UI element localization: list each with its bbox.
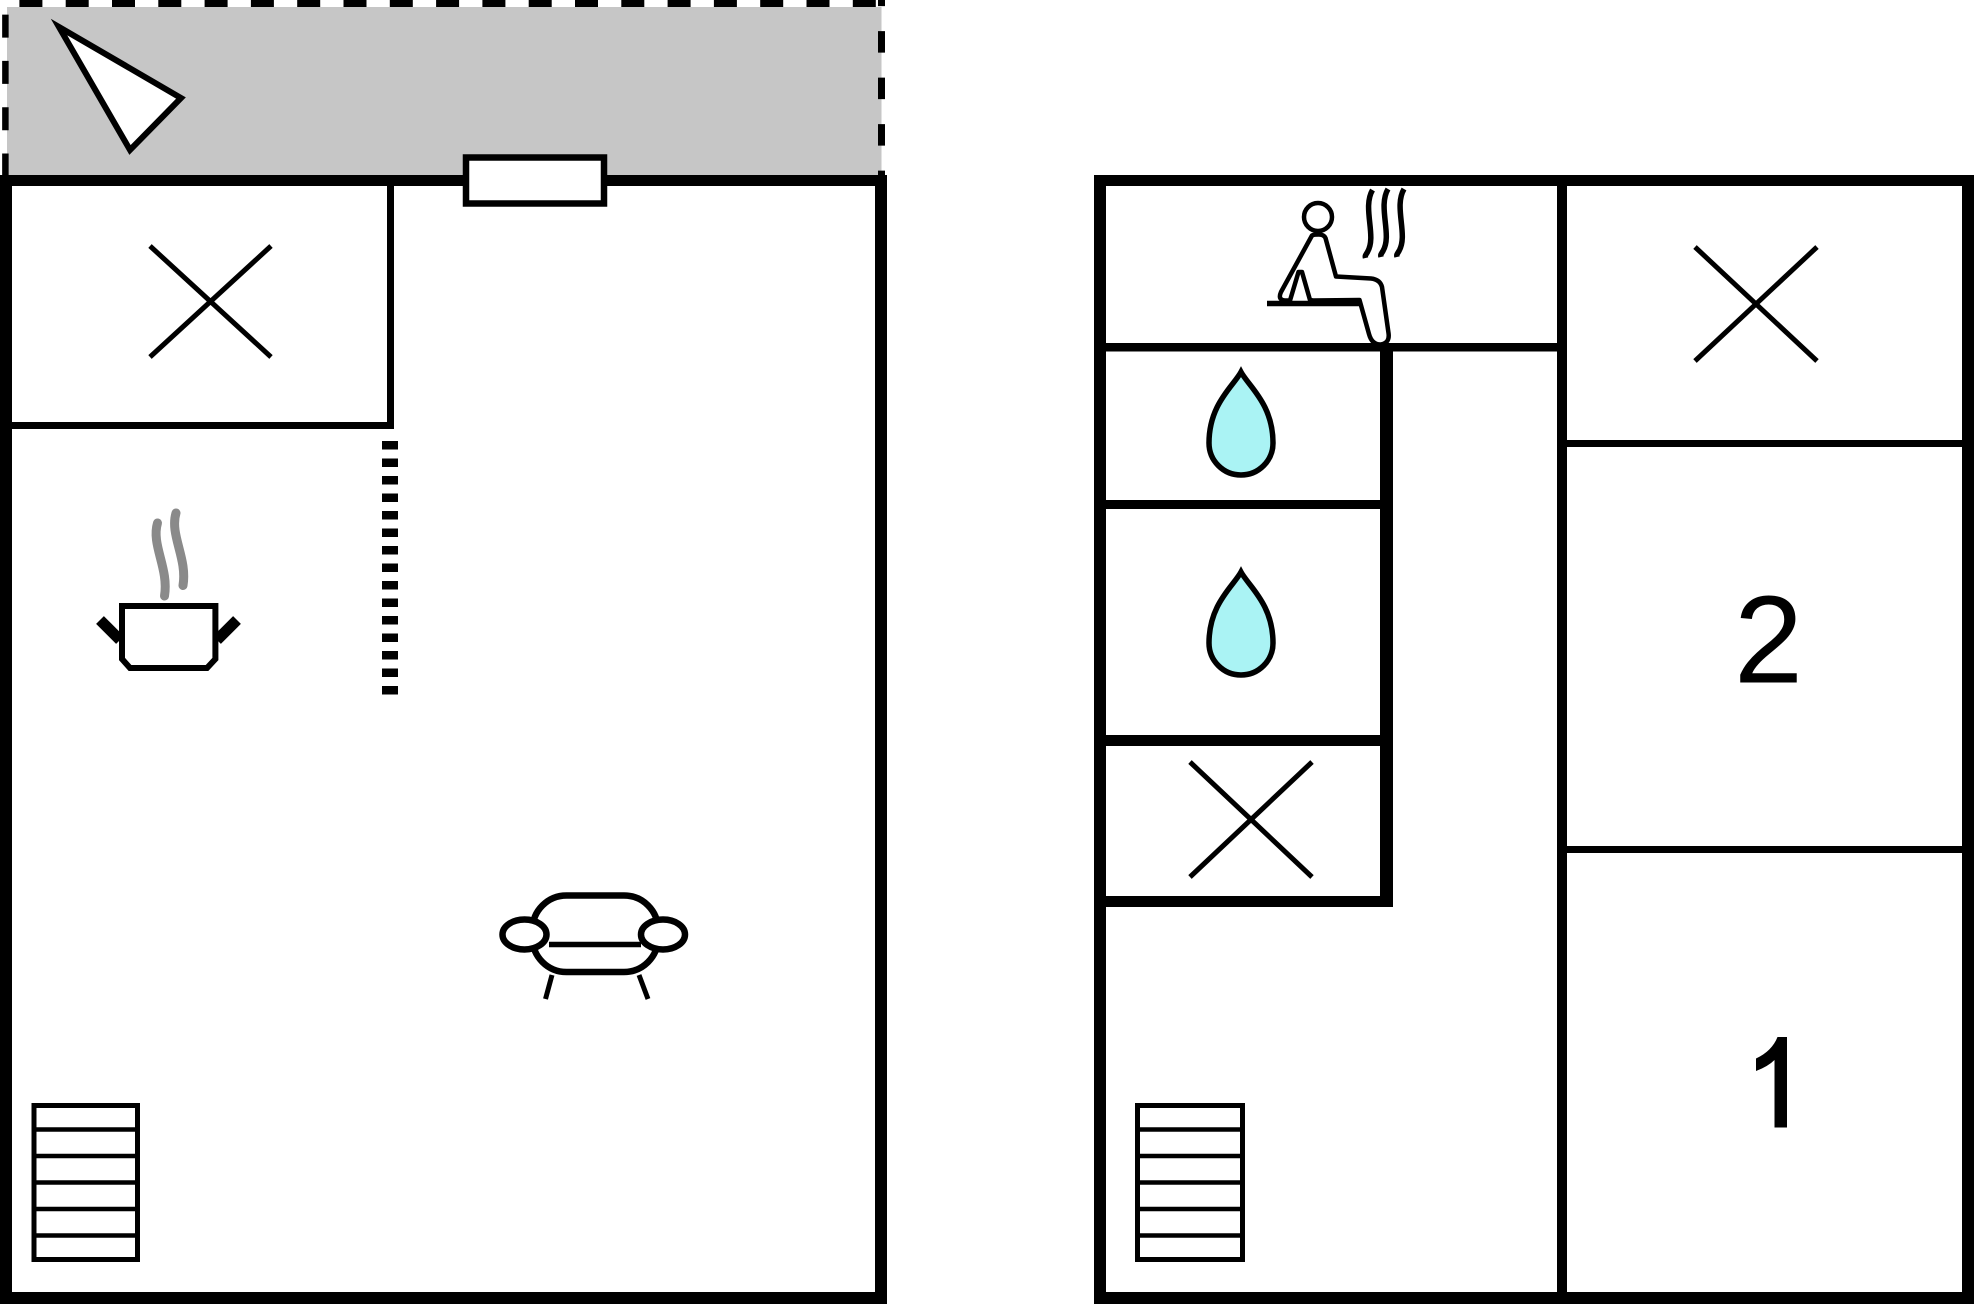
svg-text:2: 2 — [1734, 572, 1803, 710]
